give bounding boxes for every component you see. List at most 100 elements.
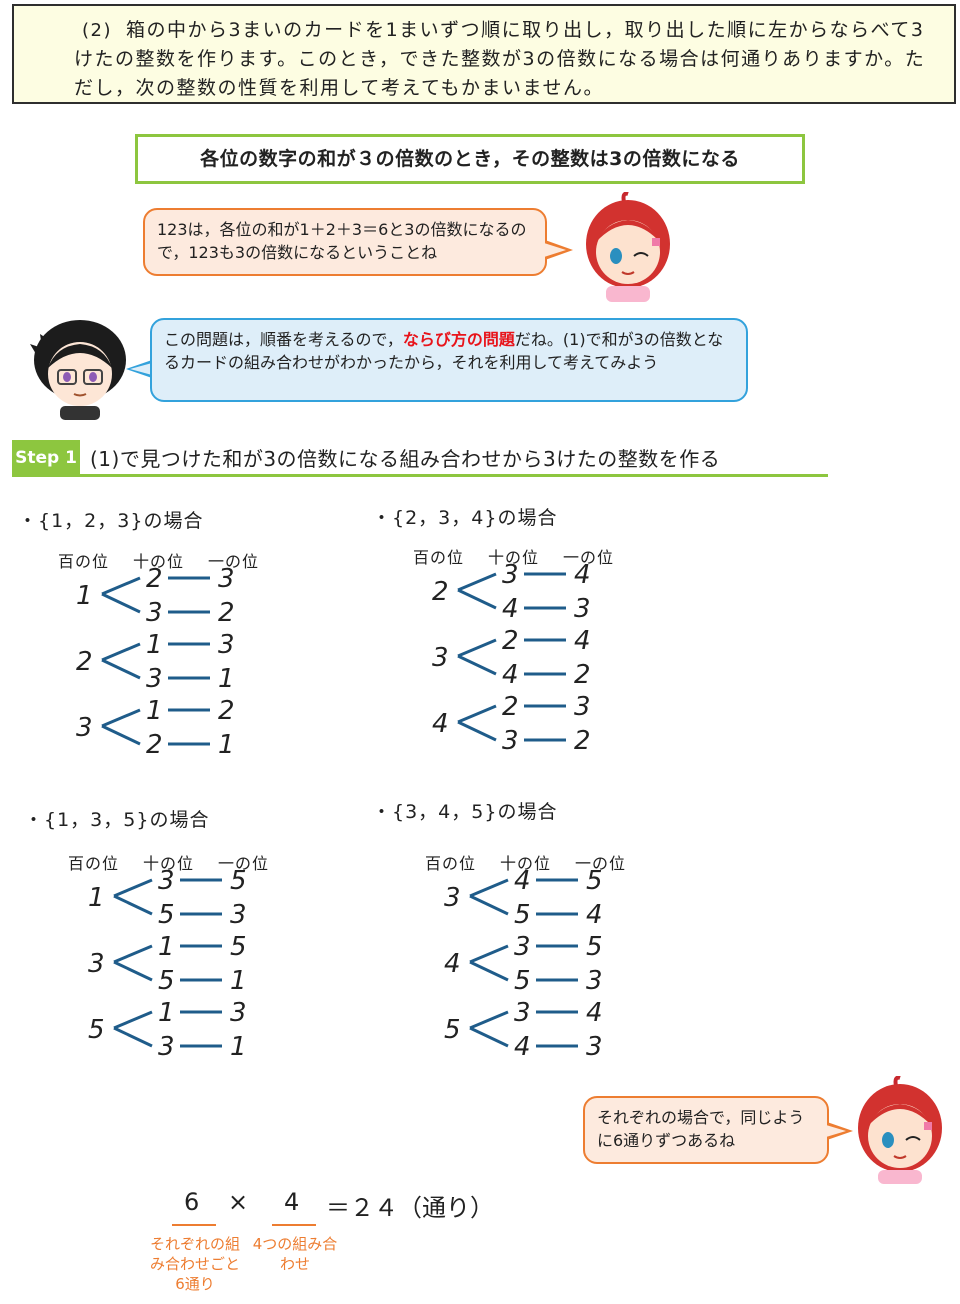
tree-digit-ones: 5 [230, 866, 247, 896]
header-tens: 十の位 [500, 854, 552, 873]
tree-digit-ones: 1 [218, 730, 235, 760]
header-ones: 一の位 [208, 552, 260, 571]
tree-branch [101, 592, 141, 614]
tree-digit-ones: 4 [574, 626, 591, 656]
place-headers-3: 百の位十の位一の位 [68, 850, 293, 874]
note-b: 4つの組み合わせ [252, 1235, 338, 1273]
header-tens: 十の位 [133, 552, 185, 571]
note-a: それぞれの組み合わせごと6通り [150, 1235, 241, 1293]
tree-digit-tens: 2 [146, 730, 163, 760]
step-badge: Step 1 [12, 440, 80, 476]
tree-digit-ones: 1 [230, 966, 247, 996]
tree-digit-tens: 3 [502, 560, 519, 590]
tree-digit-ones: 5 [230, 932, 247, 962]
tree-digit-tens: 3 [158, 866, 175, 896]
speech-bubble-boy: この問題は，順番を考えるので，ならび方の問題だね。(1)で和が3の倍数となるカー… [150, 318, 748, 402]
bubble-tail-fill [130, 363, 152, 375]
tree-digit-ones: 2 [574, 726, 591, 756]
tree-digit-tens: 5 [514, 966, 531, 996]
tree-branch [469, 878, 509, 898]
tree-digit-ones: 4 [574, 560, 591, 590]
problem-box: (2) 箱の中から3まいのカードを1まいずつ順に取り出し，取り出した順に左からな… [12, 4, 956, 104]
problem-text: 箱の中から3まいのカードを1まいずつ順に取り出し，取り出した順に左からならべて3… [74, 19, 926, 99]
calc-factor-b: 4 [284, 1188, 300, 1216]
tree-digit-tens: 5 [158, 966, 175, 996]
tree-digit-tens: 3 [514, 998, 531, 1028]
tree-branch [469, 960, 509, 982]
tree-digit-tens: 1 [158, 998, 175, 1028]
header-hundreds: 百の位 [425, 854, 477, 873]
header-ones: 一の位 [218, 854, 270, 873]
highlight-text: ならび方の問題 [402, 330, 515, 349]
tree-branch [469, 894, 509, 916]
tree-digit-hundreds: 5 [444, 1015, 461, 1045]
tree-digit-ones: 4 [586, 900, 603, 930]
tree-digit-hundreds: 3 [76, 713, 93, 743]
tree-branch [101, 658, 141, 680]
tree-digit-hundreds: 3 [444, 883, 461, 913]
tree-digit-hundreds: 1 [88, 883, 105, 913]
problem-number: (2) [82, 20, 112, 41]
tree-digit-hundreds: 2 [76, 647, 93, 677]
calc-result: ＝２４（通り） [326, 1194, 494, 1222]
tree-digit-tens: 1 [146, 630, 163, 660]
header-hundreds: 百の位 [413, 548, 465, 567]
tree-branch [101, 708, 141, 728]
tree-digit-tens: 1 [158, 932, 175, 962]
tree-branch [113, 878, 153, 898]
header-hundreds: 百の位 [58, 552, 110, 571]
case-label-3: ・{1，3，5}の場合 [24, 809, 210, 831]
tree-digit-tens: 4 [502, 660, 519, 690]
tree-digit-ones: 2 [218, 696, 235, 726]
girl-avatar [858, 1076, 942, 1184]
calc-times: × [228, 1188, 249, 1216]
tree-digit-ones: 3 [230, 900, 247, 930]
tree-branch [457, 638, 497, 658]
bubble-tail-fill [544, 243, 566, 257]
tree-digit-ones: 1 [218, 664, 235, 694]
tree-digit-ones: 3 [574, 594, 591, 624]
tree-branch [469, 944, 509, 964]
tree-digit-tens: 2 [502, 626, 519, 656]
tree-digit-tens: 3 [146, 664, 163, 694]
tree-digit-hundreds: 4 [444, 949, 461, 979]
header-tens: 十の位 [488, 548, 540, 567]
tree-digit-ones: 3 [586, 1032, 603, 1062]
tree-digit-ones: 3 [218, 564, 235, 594]
header-hundreds: 百の位 [68, 854, 120, 873]
tree-digit-ones: 3 [230, 998, 247, 1028]
calc-factor-a: 6 [184, 1188, 200, 1216]
case-label-1: ・{1，2，3}の場合 [18, 510, 204, 532]
underline-b [272, 1224, 316, 1226]
tree-digit-tens: 3 [158, 1032, 175, 1062]
tree-digit-ones: 2 [218, 598, 235, 628]
bubble-text: 123は，各位の和が1＋2＋3＝6と3の倍数になるので，123も3の倍数になると… [157, 220, 527, 262]
bubble-tail-fill [826, 1125, 846, 1137]
tree-branch [113, 944, 153, 964]
tree-digit-ones: 5 [586, 866, 603, 896]
bubble-text: それぞれの場合で，同じように6通りずつあるね [597, 1108, 805, 1150]
tree-digit-tens: 2 [502, 692, 519, 722]
tree-branch [469, 1010, 509, 1030]
step-divider [12, 474, 828, 477]
tree-digit-ones: 2 [574, 660, 591, 690]
tree-branch [457, 720, 497, 742]
tree-branch [113, 1010, 153, 1030]
tree-digit-tens: 3 [514, 932, 531, 962]
tree-branch [101, 724, 141, 746]
tree-digit-ones: 1 [230, 1032, 247, 1062]
tree-digit-tens: 3 [502, 726, 519, 756]
place-headers-2: 百の位十の位一の位 [413, 544, 638, 568]
place-headers-4: 百の位 十の位 一の位 [425, 850, 650, 874]
bubble-text: この問題は，順番を考えるので， [164, 330, 403, 349]
tree-digit-hundreds: 2 [432, 577, 449, 607]
place-headers-1: 百の位 十の位 一の位 [58, 548, 283, 572]
tree-branch [101, 576, 141, 596]
bubble-text: だね。(1)で和が3の倍数となるカードの組み合わせがわかったから，それを利用して… [164, 330, 724, 372]
tree-digit-tens: 4 [514, 866, 531, 896]
step-title: (1)で見つけた和が3の倍数になる組み合わせから3けたの整数を作る [90, 447, 721, 471]
header-ones: 一の位 [575, 854, 627, 873]
tree-branch [113, 894, 153, 916]
